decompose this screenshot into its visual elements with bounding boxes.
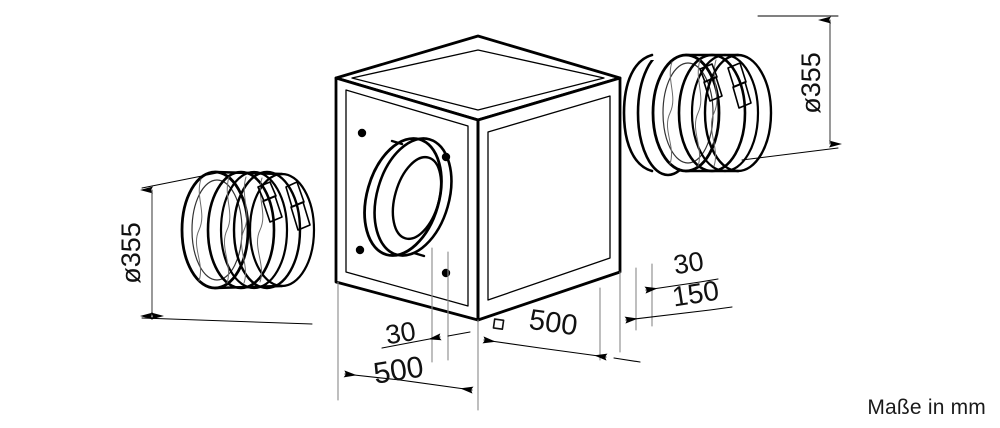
drawing-geometry: ø355 ø355 30 500 500 — [116, 15, 842, 411]
square-symbol-icon — [492, 318, 505, 331]
dim-label-dia-left: ø355 — [116, 222, 146, 284]
box-housing — [334, 34, 622, 322]
dimension-sq-500 — [482, 336, 641, 363]
dimension-dia-left — [140, 171, 313, 325]
dim-label-30-right: 30 — [671, 246, 705, 280]
box-port-flange — [355, 128, 453, 278]
dimension-dia-right — [741, 15, 842, 161]
dimension-30-right — [644, 278, 719, 294]
dim-label-30-left: 30 — [383, 316, 417, 350]
extension-lines-left — [337, 247, 479, 411]
dimension-labels: ø355 ø355 30 500 500 — [116, 52, 826, 391]
units-note: Maße in mm — [867, 396, 986, 419]
dim-label-dia-right: ø355 — [796, 52, 826, 114]
extension-lines-center — [599, 263, 653, 361]
svg-text:500: 500 — [527, 304, 579, 342]
duct-left — [180, 170, 316, 290]
dimension-150-right — [624, 306, 733, 324]
dim-label-sq-500: 500 — [492, 304, 579, 342]
dimension-500-left — [343, 370, 474, 394]
dim-label-500-left: 500 — [371, 350, 426, 390]
dim-label-150-right: 150 — [670, 275, 721, 313]
dimension-30-left — [381, 331, 471, 349]
duct-right — [622, 53, 773, 177]
